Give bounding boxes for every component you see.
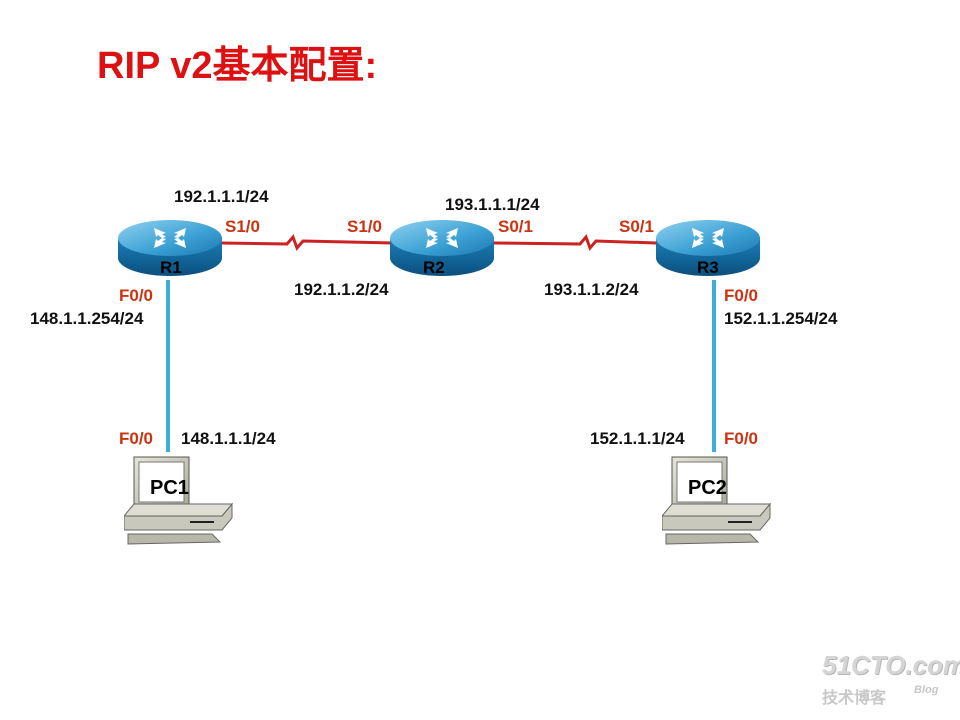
router-r3-label: R3 — [697, 258, 719, 277]
pc2-f00-port: F0/0 — [724, 429, 759, 448]
pc2-icon — [662, 456, 771, 545]
pc1-icon — [124, 456, 233, 545]
r1-s10-ip: 192.1.1.1/24 — [174, 187, 269, 206]
pc2-label: PC2 — [688, 477, 727, 499]
r1-f00-ip: 148.1.1.254/24 — [30, 309, 144, 328]
r1-s10-port: S1/0 — [225, 217, 260, 236]
r3-f00-ip: 152.1.1.254/24 — [724, 309, 838, 328]
pc1-f00-port: F0/0 — [119, 429, 154, 448]
r2-s01-port: S0/1 — [498, 217, 533, 236]
router-r2-label: R2 — [423, 258, 445, 277]
watermark-main: 51CTO.com — [822, 650, 960, 680]
serial-link-r2-r3 — [493, 234, 657, 251]
r2-s10-port: S1/0 — [347, 217, 382, 236]
serial-link-r1-r2 — [221, 234, 393, 251]
r1-f00-port: F0/0 — [119, 286, 154, 305]
watermark-logo: 51CTO.com 技术博客 Blog — [822, 650, 960, 710]
watermark-sub: 技术博客 — [822, 690, 887, 707]
pc1-ip: 148.1.1.1/24 — [181, 429, 276, 448]
r3-s01-ip: 193.1.1.2/24 — [544, 280, 639, 299]
watermark-blog: Blog — [914, 684, 939, 696]
r2-s01-ip: 193.1.1.1/24 — [445, 195, 540, 214]
pc1-label: PC1 — [150, 477, 189, 499]
r3-s01-port: S0/1 — [619, 217, 654, 236]
pc2-ip: 152.1.1.1/24 — [590, 429, 685, 448]
page-title: RIP v2基本配置: — [97, 45, 378, 87]
router-r1-label: R1 — [160, 258, 182, 277]
r3-f00-port: F0/0 — [724, 286, 759, 305]
r2-s10-ip: 192.1.1.2/24 — [294, 280, 389, 299]
